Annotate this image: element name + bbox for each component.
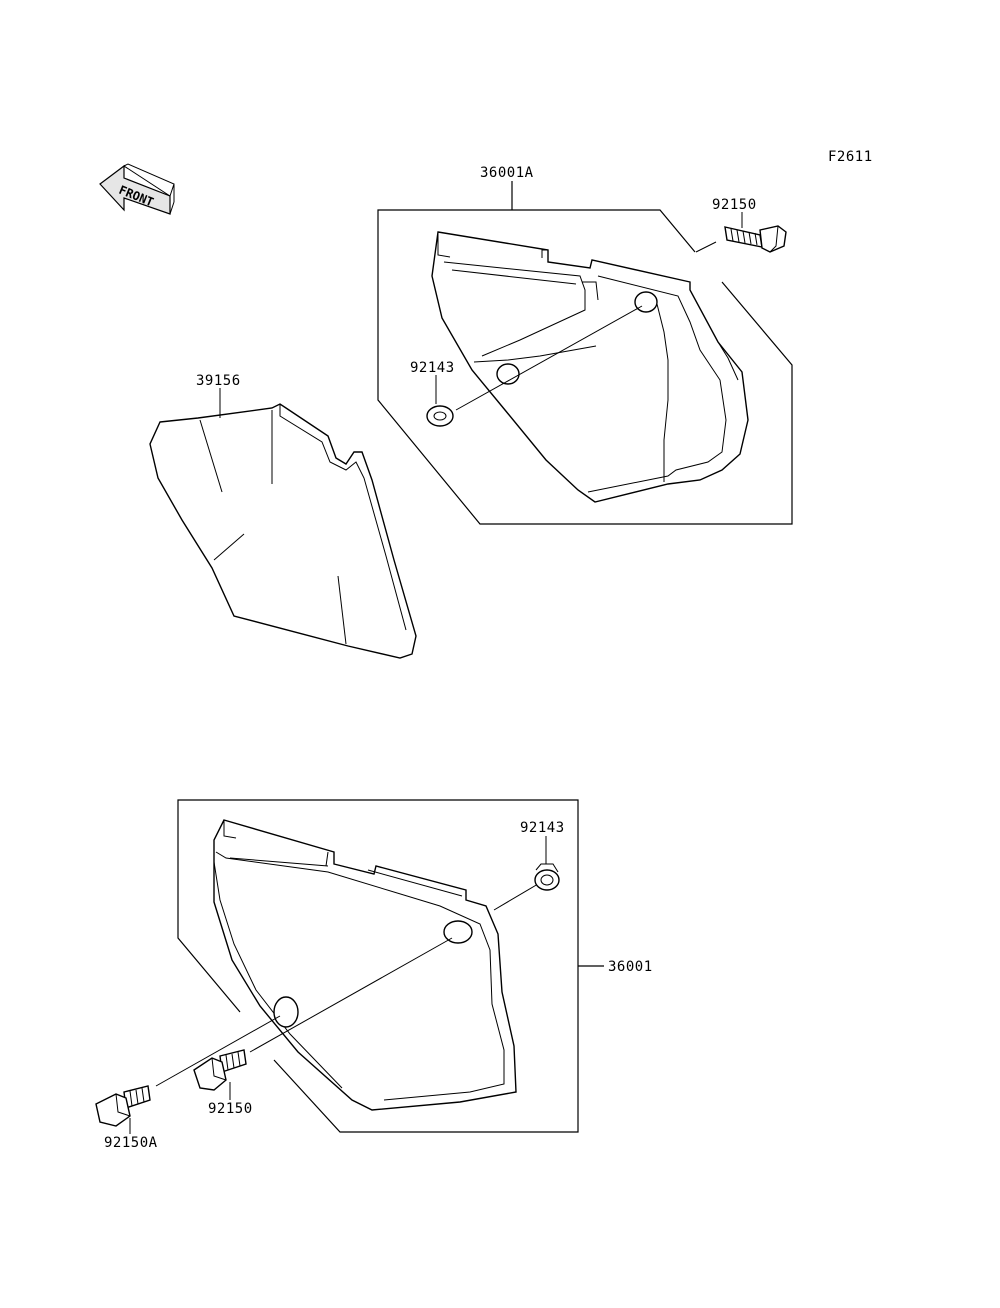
bolt-path-long	[249, 937, 453, 1053]
cover-left-label: 36001A	[480, 165, 534, 181]
grommet-icon	[534, 863, 560, 891]
cover-right-label: 36001	[608, 959, 653, 975]
bolt-icon	[193, 1049, 247, 1091]
side-cover-left	[431, 231, 749, 503]
grommet-bottom-label: 92143	[520, 820, 565, 836]
pad-label: 39156	[196, 373, 241, 389]
grommet-top-label: 92143	[410, 360, 455, 376]
cover-left-frame	[377, 209, 793, 525]
cover-right-frame	[177, 799, 579, 1133]
figure-code: F2611	[828, 149, 873, 165]
bolt-leader-top	[695, 241, 717, 253]
bolt-top-label: 92150	[712, 197, 757, 213]
grommet-icon	[426, 405, 454, 427]
grommet-leader-bottom	[493, 883, 539, 911]
side-cover-right	[213, 819, 517, 1111]
bolt-alt-label: 92150A	[104, 1135, 158, 1151]
front-arrow-icon: FRONT	[99, 163, 175, 215]
bolt-path-short	[155, 1015, 281, 1087]
bolt-icon	[724, 225, 787, 253]
bolt-bottom-label: 92150	[208, 1101, 253, 1117]
grommet-leader-top	[455, 305, 643, 411]
side-pad	[149, 403, 417, 659]
bolt-icon	[95, 1085, 151, 1127]
